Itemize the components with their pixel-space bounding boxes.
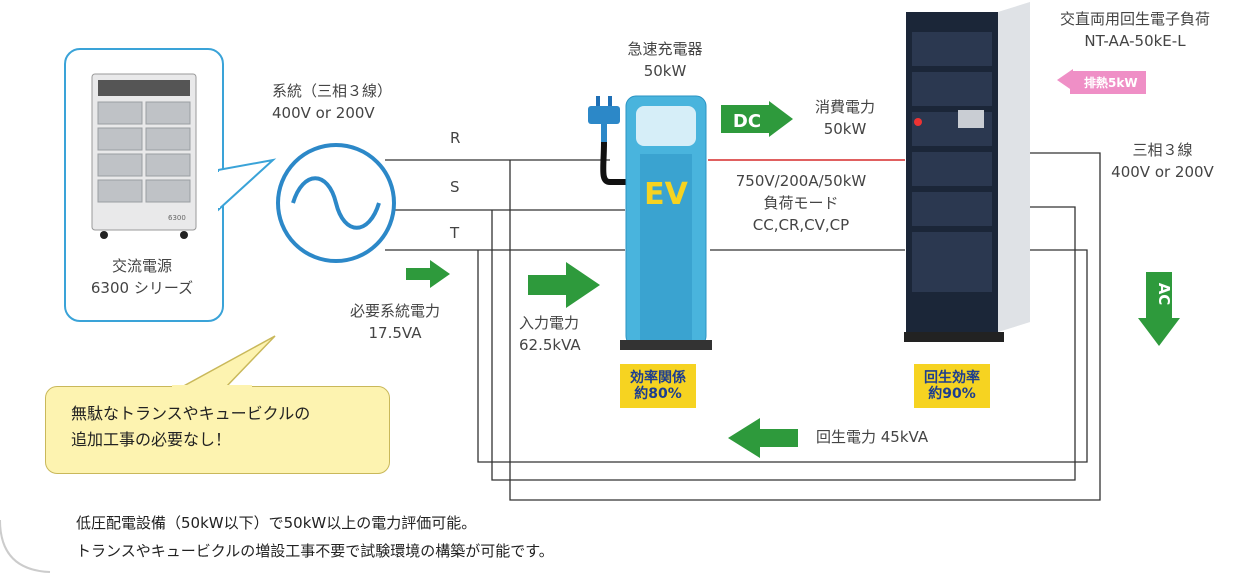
phase-label-t: T xyxy=(450,224,460,242)
ac-source-series: 6300 シリーズ xyxy=(90,279,194,297)
charger-power: 50kW xyxy=(643,62,687,80)
regen-arrow-icon xyxy=(728,418,798,458)
regen-power-label: 回生電力 45kVA xyxy=(816,428,929,446)
load-mode-title: 負荷モード xyxy=(763,194,839,212)
charger-title: 急速充電器 xyxy=(627,40,703,58)
svg-text:6300: 6300 xyxy=(168,214,186,222)
load-device-title: 交直両用回生電子負荷 xyxy=(1059,10,1210,28)
load-modes: CC,CR,CV,CP xyxy=(752,216,850,234)
input-power-value: 62.5kVA xyxy=(519,336,581,354)
consumption-value: 50kW xyxy=(823,120,867,138)
input-power-arrow-icon xyxy=(528,262,600,308)
svg-text:EV: EV xyxy=(644,177,688,212)
heat-badge: 排熱5kW xyxy=(1070,71,1146,94)
heat-arrow-icon xyxy=(1057,69,1073,91)
regen-efficiency-badge: 回生効率 約90% xyxy=(914,364,990,408)
output-title: 三相３線 xyxy=(1132,141,1193,159)
svg-text:AC: AC xyxy=(1155,283,1173,306)
grid-power-arrow-icon xyxy=(406,260,450,288)
svg-text:DC: DC xyxy=(733,111,761,132)
phase-label-r: R xyxy=(450,129,461,147)
dc-arrow-icon: DC xyxy=(721,101,793,137)
note-pointer xyxy=(179,335,276,389)
grid-power-value: 17.5VA xyxy=(368,324,422,342)
input-power-label: 入力電力 xyxy=(519,314,580,332)
load-spec: 750V/200A/50kW xyxy=(735,172,867,190)
grid-voltage: 400V or 200V xyxy=(272,104,375,122)
callout-pointer xyxy=(218,158,277,212)
note-callout: 無駄なトランスやキュービクルの 追加工事の必要なし！ xyxy=(45,386,390,474)
regenerative-load-rack-icon xyxy=(904,2,1030,342)
footer-line-2: トランスやキュービクルの増設工事不要で試験環境の構築が可能です。 xyxy=(76,542,554,560)
phase-label-s: S xyxy=(450,178,460,196)
grid-title: 系統（三相３線） xyxy=(272,82,393,100)
ac-grid-sine-icon xyxy=(276,143,396,263)
charger-efficiency-badge: 効率関係 約80% xyxy=(620,364,696,408)
grid-power-label: 必要系統電力 xyxy=(349,302,440,320)
ac-power-supply-icon: 6300 xyxy=(91,73,197,239)
ac-arrow-icon: AC xyxy=(1138,272,1180,346)
output-voltage: 400V or 200V xyxy=(1111,163,1214,181)
ac-source-title: 交流電源 xyxy=(111,257,172,275)
load-device-model: NT-AA-50kE-L xyxy=(1084,32,1186,50)
ac-source-callout: 6300 交流電源 6300 シリーズ xyxy=(64,48,224,322)
consumption-label: 消費電力 xyxy=(814,98,875,116)
footer-line-1: 低圧配電設備（50kW以下）で50kW以上の電力評価可能。 xyxy=(76,514,477,532)
ev-charger-icon: EV xyxy=(588,95,712,350)
